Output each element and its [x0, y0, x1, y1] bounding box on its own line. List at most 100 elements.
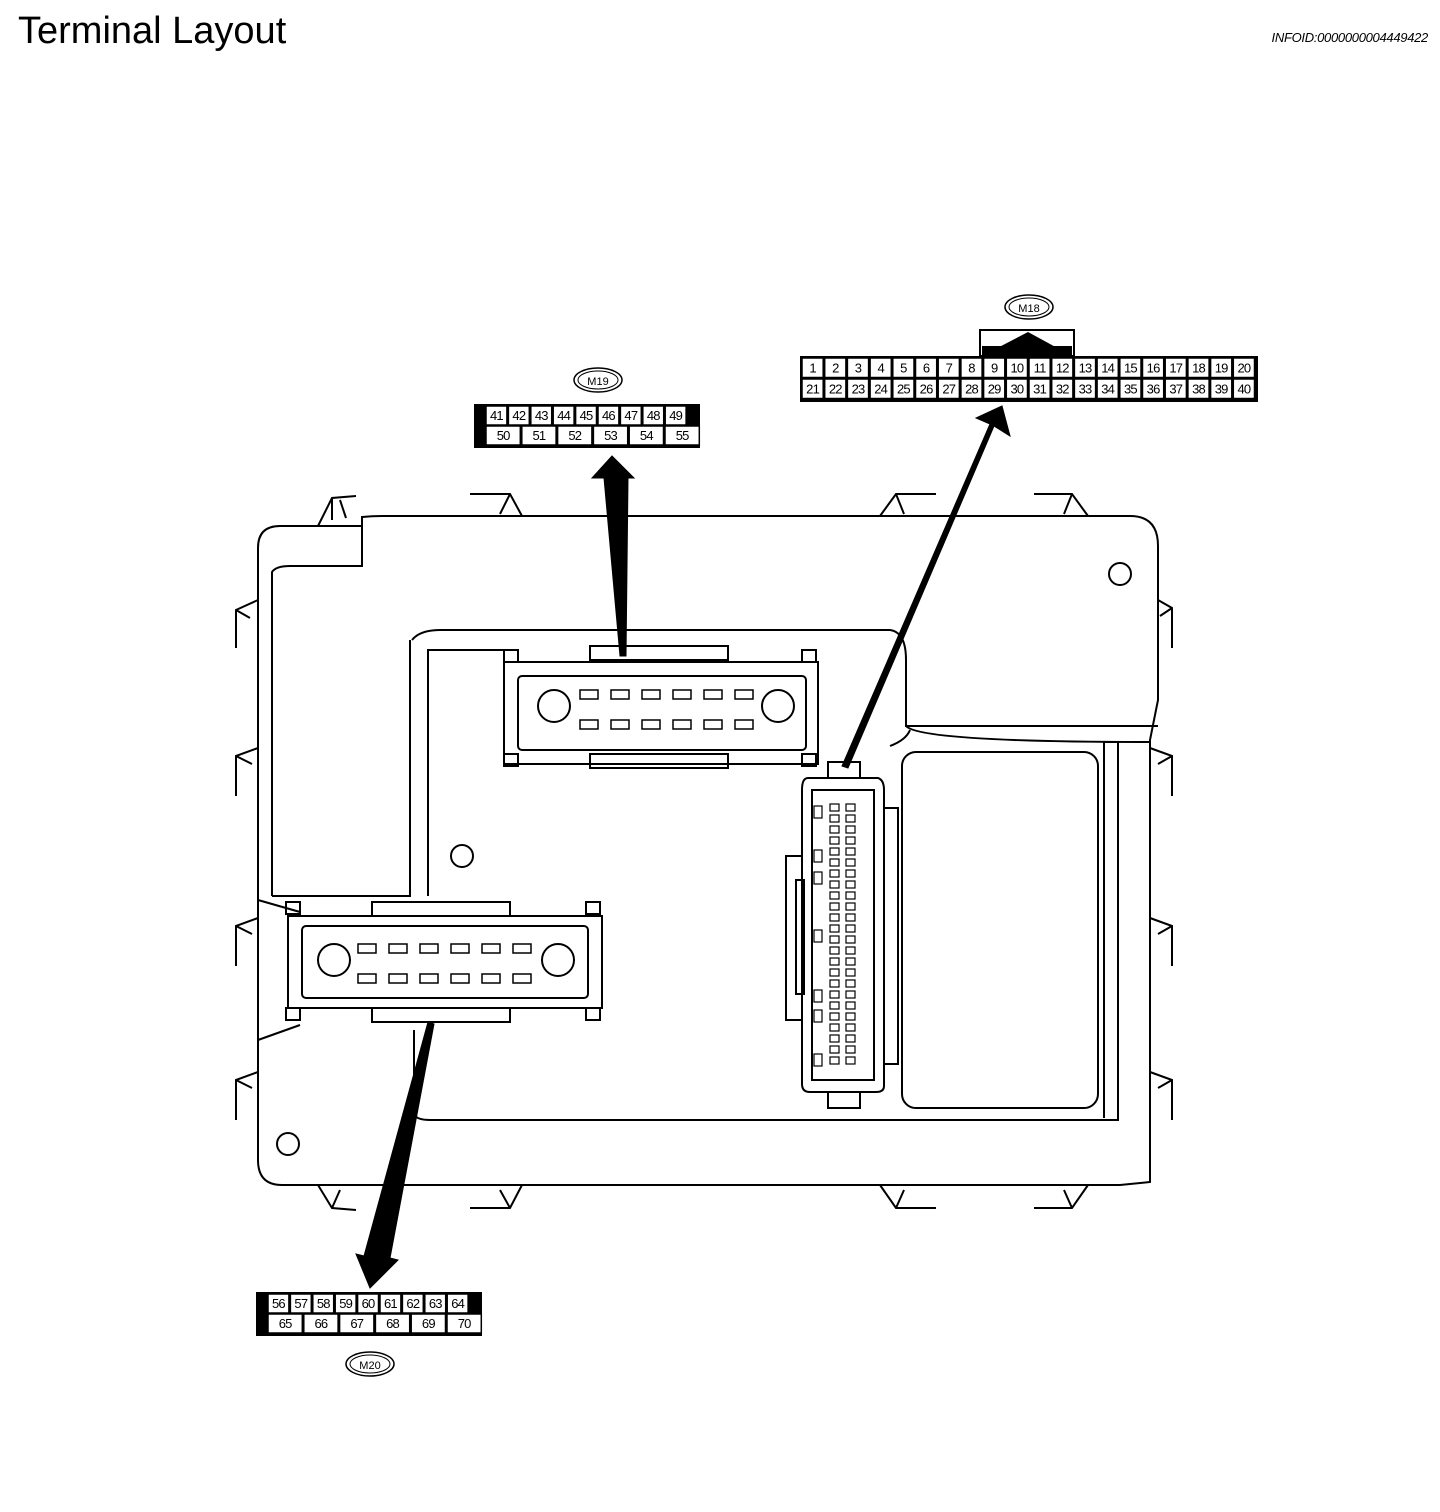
connector-slot — [829, 968, 840, 977]
connector-slot — [829, 803, 840, 812]
m20-cell — [338, 1313, 375, 1334]
connector-key — [813, 871, 823, 885]
m18-cell — [1187, 357, 1210, 379]
m18-pin-number: 30 — [1010, 382, 1023, 397]
m18-pin-number: 12 — [1056, 361, 1069, 376]
m20-pin-number: 61 — [384, 1296, 397, 1311]
m20-pin-number: 68 — [386, 1316, 399, 1331]
m19-cell — [592, 425, 629, 446]
connector-slot — [845, 1012, 856, 1021]
connector-slot — [829, 957, 840, 966]
m18-cell — [960, 357, 983, 379]
m18-arrow — [841, 405, 1011, 769]
connector-slot — [829, 825, 840, 834]
m18-cell — [914, 378, 938, 400]
connector-slot — [845, 913, 856, 922]
m20-pin-number: 63 — [429, 1296, 442, 1311]
connector-slot — [845, 847, 856, 856]
m18-pin-number: 22 — [829, 382, 842, 397]
connector-slot — [845, 869, 856, 878]
connector-slot — [829, 1012, 840, 1021]
m18-pin-number: 29 — [988, 382, 1001, 397]
m18-pin-number: 17 — [1169, 361, 1182, 376]
connector-slot — [829, 979, 840, 988]
connector-slot — [829, 946, 840, 955]
m20-pin-number: 64 — [451, 1296, 464, 1311]
connector-slot — [829, 902, 840, 911]
m19-cell — [485, 425, 522, 446]
m18-pin-number: 21 — [806, 382, 819, 397]
m18-cell — [914, 357, 938, 379]
m20-pin-number: 67 — [350, 1316, 363, 1331]
m18-pin-number: 15 — [1124, 361, 1137, 376]
m19-connector-body — [503, 645, 819, 769]
m18-cell — [1073, 357, 1097, 379]
m20-pin-number: 66 — [315, 1316, 328, 1331]
m18-pin-number: 31 — [1033, 382, 1046, 397]
m18-cell — [846, 357, 870, 379]
m18-pin-number: 23 — [852, 382, 865, 397]
connector-key — [813, 1053, 823, 1067]
m20-connector-slots — [357, 943, 532, 984]
m20-cell — [303, 1313, 339, 1334]
connector-slot — [419, 943, 439, 954]
connector-slot — [388, 943, 408, 954]
m20-badge — [345, 1351, 395, 1377]
m18-cell — [1209, 378, 1233, 400]
connector-slot — [845, 1001, 856, 1010]
m20-pin-number: 70 — [458, 1316, 471, 1331]
m20-cell — [289, 1293, 313, 1314]
m18-pin-number: 39 — [1215, 382, 1228, 397]
m19-pin-number: 48 — [647, 408, 660, 423]
m18-cell — [801, 378, 824, 400]
connector-slot — [845, 957, 856, 966]
m19-pin-number: 45 — [580, 408, 593, 423]
m20-pin-number: 56 — [272, 1296, 285, 1311]
m20-cell — [356, 1293, 380, 1314]
connector-slot — [845, 836, 856, 845]
m18-pin-number: 25 — [897, 382, 910, 397]
m18-pin-number: 6 — [923, 361, 930, 376]
m20-cell — [446, 1293, 469, 1314]
m18-cell — [1141, 378, 1165, 400]
m18-pin-number: 14 — [1101, 361, 1114, 376]
connector-slot — [672, 689, 692, 700]
m18-cell — [1187, 378, 1210, 400]
m20-label: M20 — [359, 1360, 380, 1372]
m18-pin-number: 18 — [1192, 361, 1205, 376]
connector-slot — [829, 913, 840, 922]
connector-slot — [610, 719, 630, 730]
m19-cell — [664, 425, 701, 446]
m18-cell — [1164, 357, 1188, 379]
m20-pin-number: 69 — [422, 1316, 435, 1331]
m18-cell — [823, 357, 847, 379]
m19-badge — [573, 367, 623, 393]
m19-cell — [485, 405, 508, 426]
m18-badge — [1004, 294, 1054, 320]
m18-pin-number: 40 — [1237, 382, 1250, 397]
connector-key — [813, 849, 823, 863]
m20-cell — [374, 1313, 411, 1334]
connector-slot — [419, 973, 439, 984]
connector-slot — [829, 836, 840, 845]
connector-slot — [845, 814, 856, 823]
connector-key — [813, 989, 823, 1003]
m18-cell — [1141, 357, 1165, 379]
m18-cell — [960, 378, 983, 400]
m18-cell — [1119, 357, 1142, 379]
connector-slot — [672, 719, 692, 730]
m19-pin-number: 55 — [676, 428, 689, 443]
connector-slot — [845, 825, 856, 834]
m19-connector-slots — [579, 689, 754, 730]
m19-cell — [619, 405, 643, 426]
m18-cell — [892, 378, 915, 400]
m18-pin-number: 9 — [991, 361, 998, 376]
m20-cell — [446, 1313, 483, 1334]
m18-cell — [846, 378, 870, 400]
connector-slot — [829, 1034, 840, 1043]
m19-cell — [597, 405, 620, 426]
m18-pin-number: 1 — [809, 361, 816, 376]
m20-cell — [379, 1293, 402, 1314]
